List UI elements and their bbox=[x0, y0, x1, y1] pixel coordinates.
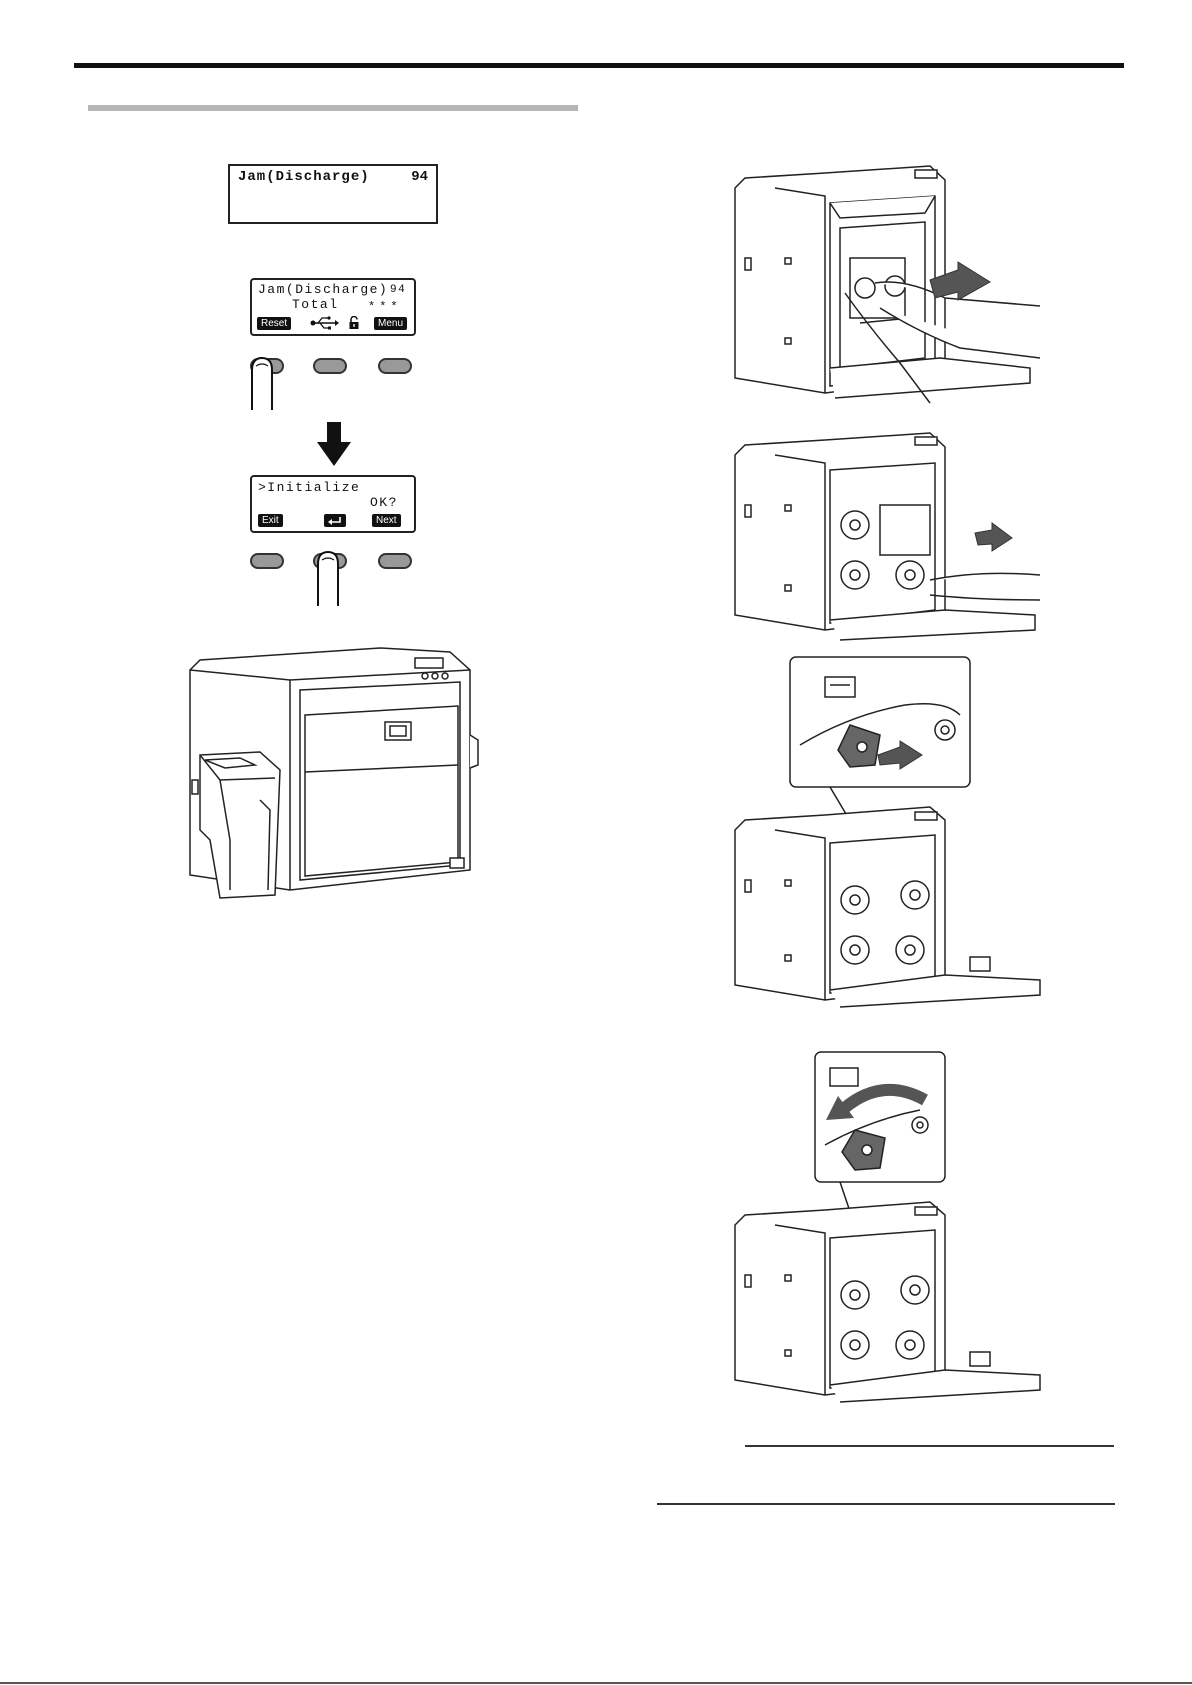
lcd-initialize-display: >Initialize OK? Exit Next bbox=[250, 475, 416, 533]
lcd3-exit-key: Exit bbox=[258, 514, 283, 527]
lcd3-initialize-text: >Initialize bbox=[258, 480, 360, 495]
finger-press-icon bbox=[244, 356, 284, 412]
remove-second-cassette-illustration bbox=[730, 425, 1050, 645]
lcd2-stars: *** bbox=[368, 300, 402, 314]
header-rule bbox=[74, 63, 1124, 68]
lcd3-ok-prompt: OK? bbox=[370, 495, 398, 510]
turn-knob-illustration bbox=[730, 1050, 1050, 1405]
unlock-icon bbox=[348, 316, 360, 330]
note-rule-top bbox=[745, 1445, 1114, 1447]
remove-cassette-illustration bbox=[730, 158, 1050, 408]
lcd2-error-code: 94 bbox=[390, 284, 406, 296]
lcd-error-code: 94 bbox=[411, 169, 428, 185]
lcd2-menu-key: Menu bbox=[374, 317, 407, 330]
enter-icon bbox=[324, 514, 346, 527]
finger-press-icon bbox=[310, 550, 350, 608]
lcd2-error-text: Jam(Discharge) bbox=[258, 282, 388, 297]
section-heading-bar bbox=[88, 105, 578, 111]
lcd-error-menu-display: Jam(Discharge) 94 Total *** Reset Menu bbox=[250, 278, 416, 336]
footer-rule bbox=[0, 1682, 1192, 1684]
printer-discharge-illustration bbox=[180, 640, 490, 905]
push-knob-illustration bbox=[730, 655, 1050, 1010]
operation-button-left-2[interactable] bbox=[250, 553, 284, 569]
lcd3-next-key: Next bbox=[372, 514, 401, 527]
operation-button-center[interactable] bbox=[313, 358, 347, 374]
arrow-down-icon bbox=[315, 422, 353, 468]
lcd-error-display: Jam(Discharge) 94 bbox=[228, 164, 438, 224]
lcd-error-text: Jam(Discharge) bbox=[238, 169, 370, 185]
lcd2-total-label: Total bbox=[292, 297, 339, 312]
note-rule-bottom bbox=[657, 1503, 1115, 1505]
operation-button-right-2[interactable] bbox=[378, 553, 412, 569]
lcd2-reset-key: Reset bbox=[257, 317, 291, 330]
operation-button-right[interactable] bbox=[378, 358, 412, 374]
usb-icon bbox=[309, 316, 339, 330]
